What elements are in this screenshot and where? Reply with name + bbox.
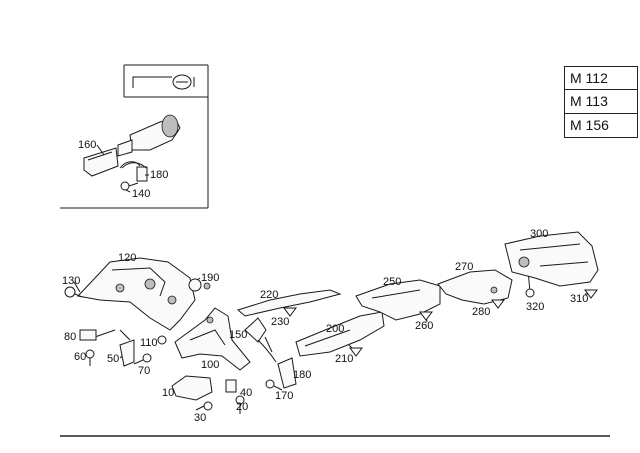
part-260 xyxy=(419,311,433,321)
part-310 xyxy=(584,289,598,299)
label-100: 100 xyxy=(201,359,220,371)
label-210: 210 xyxy=(335,353,354,365)
part-50 xyxy=(119,339,135,367)
label-40: 40 xyxy=(240,387,253,399)
label-230: 230 xyxy=(271,316,290,328)
inset-frame xyxy=(60,64,209,209)
tool-symbol-icon xyxy=(132,74,195,90)
label-320: 320 xyxy=(526,301,545,313)
label-270: 270 xyxy=(455,261,474,273)
part-80 xyxy=(79,329,97,341)
label-180: 180 xyxy=(293,369,312,381)
label-110: 110 xyxy=(140,337,158,349)
inset-sensor-part xyxy=(117,114,181,157)
part-10 xyxy=(171,375,213,401)
label-inset-180: 180 xyxy=(150,169,169,181)
model-m156: M 156 xyxy=(564,114,638,138)
part-220 xyxy=(236,289,342,317)
arrow-inset xyxy=(119,161,141,169)
part-200 xyxy=(295,311,385,357)
label-260: 260 xyxy=(415,320,434,332)
arrow-150-170 xyxy=(257,339,277,363)
part-20 xyxy=(235,395,245,414)
label-130: 130 xyxy=(62,275,81,287)
part-180 xyxy=(277,357,297,389)
label-300: 300 xyxy=(530,228,549,240)
part-170 xyxy=(265,379,283,391)
part-320 xyxy=(525,288,535,298)
part-40 xyxy=(225,379,237,393)
inset-clip-180 xyxy=(121,162,148,182)
part-130 xyxy=(64,286,83,298)
label-140: 140 xyxy=(132,188,151,200)
label-70: 70 xyxy=(138,365,151,377)
label-160: 160 xyxy=(78,139,97,151)
part-100 xyxy=(174,307,251,371)
label-150: 150 xyxy=(229,329,248,341)
label-10: 10 xyxy=(162,387,175,399)
model-m112: M 112 xyxy=(564,66,638,90)
model-m113: M 113 xyxy=(564,90,638,114)
part-230 xyxy=(283,307,297,317)
label-250: 250 xyxy=(383,276,402,288)
part-60 xyxy=(85,349,95,366)
label-200: 200 xyxy=(326,323,345,335)
label-120: 120 xyxy=(118,252,137,264)
inset-shield-160 xyxy=(83,147,119,177)
part-30 xyxy=(195,401,213,411)
part-110 xyxy=(157,335,167,345)
part-210 xyxy=(349,347,363,357)
part-280 xyxy=(491,299,505,309)
inset-bolt-140 xyxy=(120,181,139,191)
part-150 xyxy=(244,317,267,343)
label-190: 190 xyxy=(201,272,220,284)
label-30: 30 xyxy=(194,412,207,424)
label-60: 60 xyxy=(74,351,87,363)
part-120 xyxy=(77,257,196,331)
label-310: 310 xyxy=(570,293,589,305)
label-20: 20 xyxy=(236,401,249,413)
label-80: 80 xyxy=(64,331,77,343)
label-280: 280 xyxy=(472,306,491,318)
label-50: 50 xyxy=(107,353,120,365)
label-170: 170 xyxy=(275,390,294,402)
label-220: 220 xyxy=(260,289,279,301)
part-190 xyxy=(188,278,211,292)
part-270 xyxy=(437,269,513,305)
part-70 xyxy=(133,353,152,365)
part-300 xyxy=(504,231,599,287)
part-250 xyxy=(355,279,441,321)
